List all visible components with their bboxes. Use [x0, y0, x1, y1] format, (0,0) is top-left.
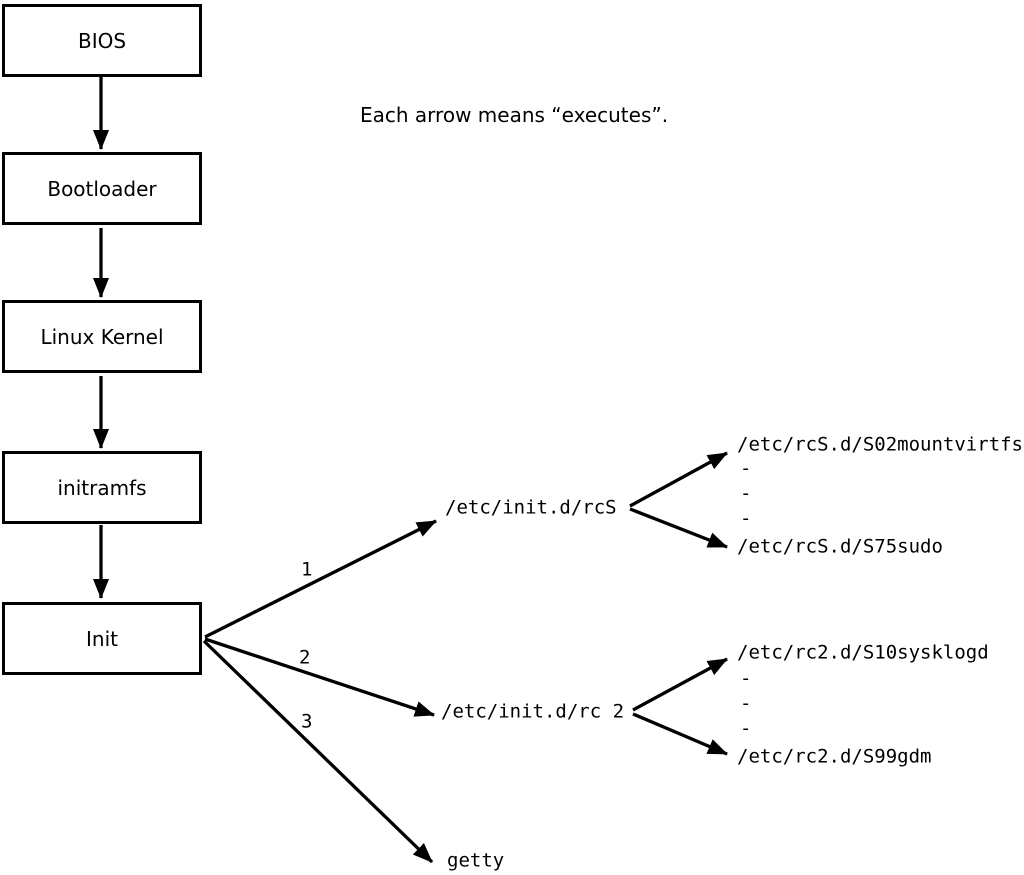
target-init-d-rc2: /etc/init.d/rc 2 [441, 700, 625, 723]
node-init: Init [2, 602, 202, 675]
target-init-d-rcS: /etc/init.d/rcS [445, 496, 617, 519]
script-rcS-ellipsis-3: - [740, 507, 752, 530]
script-rc2-ellipsis-3: - [740, 717, 752, 740]
script-rcS-ellipsis-2: - [740, 482, 752, 505]
node-init-label: Init [86, 626, 118, 651]
target-getty: getty [447, 849, 505, 872]
node-bootloader: Bootloader [2, 152, 202, 225]
node-bios-label: BIOS [77, 28, 127, 53]
node-initramfs-label: initramfs [57, 475, 147, 500]
script-rc2-s10sysklogd: /etc/rc2.d/S10sysklogd [737, 641, 989, 664]
arrow-init-to-rc2 [204, 637, 435, 717]
script-rc2-ellipsis-2: - [740, 692, 752, 715]
arrow-order-2: 2 [299, 646, 311, 669]
arrow-order-3: 3 [301, 710, 313, 733]
node-linux-kernel: Linux Kernel [2, 300, 202, 373]
arrow-rc2-to-s99 [632, 712, 728, 756]
script-rc2-s99gdm: /etc/rc2.d/S99gdm [737, 745, 932, 768]
node-initramfs: initramfs [2, 451, 202, 524]
script-rcS-s75sudo: /etc/rcS.d/S75sudo [737, 535, 943, 558]
arrow-rcS-to-s75 [629, 507, 728, 549]
arrow-rc2-to-s10 [632, 657, 728, 712]
node-linux-kernel-label: Linux Kernel [40, 324, 164, 349]
arrow-init-to-rcS [204, 519, 437, 639]
arrow-init-to-getty [202, 639, 434, 864]
script-rc2-ellipsis-1: - [740, 667, 752, 690]
script-rcS-s02mountvirtfs: /etc/rcS.d/S02mountvirtfs [737, 433, 1023, 456]
node-bios: BIOS [2, 4, 202, 77]
script-rcS-ellipsis-1: - [740, 457, 752, 480]
arrow-order-1: 1 [301, 558, 313, 581]
arrow-rcS-to-s02 [629, 451, 728, 508]
legend-note: Each arrow means “executes”. [360, 103, 669, 127]
node-bootloader-label: Bootloader [47, 176, 157, 201]
